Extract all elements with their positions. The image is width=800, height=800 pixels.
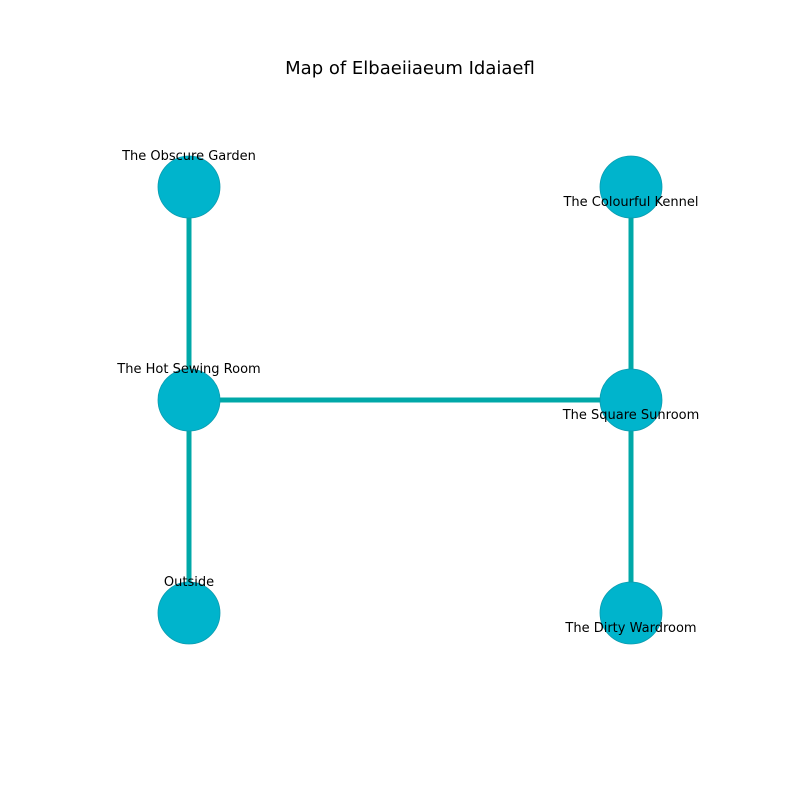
room-label-square-sunroom: The Square Sunroom	[562, 408, 700, 423]
room-label-hot-sewing-room: The Hot Sewing Room	[116, 362, 260, 377]
connections-layer	[186, 187, 634, 613]
room-node-outside	[157, 581, 221, 645]
room-label-colourful-kennel: The Colourful Kennel	[562, 195, 698, 210]
map-title: Map of Elbaeiiaeum Idaiaefl	[285, 58, 535, 79]
room-node-colourful-kennel	[599, 155, 663, 219]
room-label-obscure-garden: The Obscure Garden	[121, 149, 256, 164]
room-label-outside: Outside	[164, 575, 214, 590]
room-node-hot-sewing-room	[157, 368, 221, 432]
rooms-layer	[157, 155, 663, 645]
room-node-square-sunroom	[599, 368, 663, 432]
room-label-dirty-wardroom: The Dirty Wardroom	[564, 621, 696, 636]
room-node-dirty-wardroom	[599, 581, 663, 645]
room-node-obscure-garden	[157, 155, 221, 219]
